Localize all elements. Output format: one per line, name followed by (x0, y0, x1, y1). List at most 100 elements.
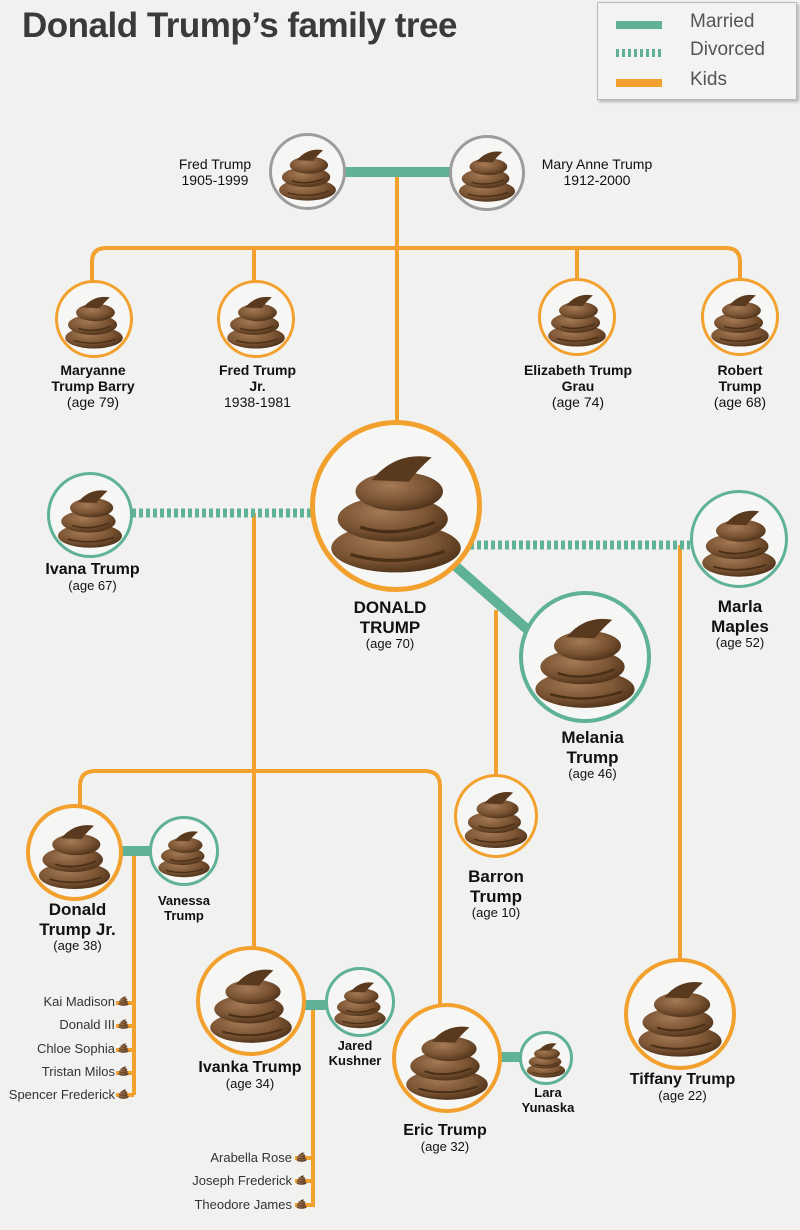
tiffany-trump-label: Tiffany Trump(age 22) (615, 1071, 750, 1104)
legend: Married Divorced Kids (597, 2, 797, 100)
ivanka-trump-portrait (196, 946, 306, 1056)
divorced-swatch (616, 49, 662, 57)
fred-trump-name: Fred Trump (178, 156, 252, 172)
legend-divorced-label: Divorced (690, 39, 765, 60)
eric-trump-label: Eric Trump(age 32) (385, 1122, 505, 1155)
melania-trump-name: Melania Trump (561, 728, 624, 767)
ivanka-trump-age: (age 34) (225, 1076, 275, 1092)
poop-emoji-icon (704, 281, 776, 353)
poop-emoji-icon (220, 283, 292, 355)
poop-emoji-icon (200, 950, 302, 1052)
ivanka-trump-name: Ivanka Trump (198, 1059, 302, 1076)
poop-emoji-icon (116, 994, 131, 1007)
eric-trump-portrait (392, 1003, 502, 1113)
barron-trump-age: (age 10) (471, 905, 521, 921)
marla-maples-label: Marla Maples(age 52) (700, 597, 780, 651)
grandkid-tristan-milos: Tristan Milos (41, 1064, 115, 1079)
poop-emoji-icon (522, 1034, 570, 1082)
married-line-donald-melania (448, 559, 532, 634)
grandkid-chloe-sophia: Chloe Sophia (36, 1041, 115, 1056)
poop-emoji-icon (50, 475, 130, 555)
poop-emoji-icon (315, 425, 477, 587)
poop-emoji-icon (58, 283, 130, 355)
donald-trump-jr-age: (age 38) (53, 938, 102, 954)
maryanne-trump-barry-portrait (55, 280, 133, 358)
fred-trump-jr-dates: 1938-1981 (224, 394, 291, 411)
poop-emoji-icon (328, 970, 392, 1034)
fred-trump-dates: 1905-1999 (181, 172, 249, 189)
tiffany-trump-portrait (624, 958, 736, 1070)
page-title: Donald Trump’s family tree (22, 6, 457, 45)
eric-trump-age: (age 32) (420, 1139, 470, 1155)
grandkid-arabella-rose: Arabella Rose (210, 1150, 292, 1165)
poop-emoji-icon (294, 1173, 309, 1186)
donald-trump-label: DONALD TRUMP(age 70) (330, 598, 450, 652)
legend-divorced: Divorced (598, 39, 796, 63)
poop-emoji-icon (523, 595, 647, 719)
ivana-trump-age: (age 67) (68, 578, 117, 594)
tiffany-trump-age: (age 22) (658, 1088, 707, 1104)
donald-trump-name: DONALD TRUMP (353, 598, 427, 637)
lara-yunaska-label: Lara Yunaska (516, 1085, 580, 1116)
poop-emoji-icon (452, 138, 522, 208)
grandkid-theodore-james: Theodore James (194, 1197, 292, 1212)
donald-trump-jr-portrait (26, 804, 123, 901)
kids-swatch (616, 79, 662, 87)
legend-kids-label: Kids (690, 69, 727, 90)
poop-emoji-icon (457, 777, 535, 855)
poop-emoji-icon (294, 1197, 309, 1210)
poop-emoji-icon (116, 1087, 131, 1100)
elizabeth-trump-grau-label: Elizabeth Trump Grau(age 74) (523, 362, 633, 410)
ivana-trump-label: Ivana Trump(age 67) (25, 561, 160, 594)
poop-emoji-icon (30, 808, 119, 897)
legend-married-label: Married (690, 11, 755, 32)
donald-trump-jr-label: Donald Trump Jr.(age 38) (30, 900, 125, 954)
marla-maples-portrait (690, 490, 788, 588)
grandkid-joseph-frederick: Joseph Frederick (192, 1173, 292, 1188)
jared-kushner-portrait (325, 967, 395, 1037)
legend-kids: Kids (598, 69, 796, 93)
donald-trump-portrait (310, 420, 482, 592)
melania-trump-label: Melania Trump(age 46) (545, 728, 640, 782)
eric-trump-name: Eric Trump (403, 1122, 487, 1139)
poop-emoji-icon (116, 1064, 131, 1077)
donald-trump-jr-name: Donald Trump Jr. (39, 900, 116, 939)
melania-trump-age: (age 46) (568, 766, 617, 782)
marla-maples-name: Marla Maples (711, 597, 769, 636)
fred-trump-jr-label: Fred Trump Jr.1938-1981 (210, 362, 305, 410)
maryanne-trump-barry-age: (age 79) (66, 394, 120, 411)
poop-emoji-icon (116, 1041, 131, 1054)
vanessa-trump-label: Vanessa Trump (148, 893, 220, 924)
kids-line-siblings (90, 246, 742, 282)
tiffany-trump-name: Tiffany Trump (629, 1071, 736, 1088)
robert-trump-name: Robert Trump (717, 362, 763, 395)
grandkid-spencer-frederick: Spencer Frederick (8, 1087, 115, 1102)
poop-emoji-icon (272, 136, 343, 207)
kids-line-donjr-grandkids (116, 851, 136, 1097)
donald-trump-age: (age 70) (365, 636, 415, 652)
ivanka-trump-label: Ivanka Trump(age 34) (185, 1059, 315, 1092)
poop-emoji-icon (152, 819, 216, 883)
barron-trump-name: Barron Trump (468, 867, 524, 906)
elizabeth-trump-grau-name: Elizabeth Trump Grau (523, 362, 633, 395)
fred-trump-jr-portrait (217, 280, 295, 358)
barron-trump-label: Barron Trump(age 10) (453, 867, 539, 921)
grandkid-kai-madison: Kai Madison (43, 994, 115, 1009)
legend-married: Married (598, 11, 796, 35)
ivana-trump-name: Ivana Trump (45, 561, 140, 578)
elizabeth-trump-grau-portrait (538, 278, 616, 356)
married-swatch (616, 21, 662, 29)
kids-line-donjr-eric (78, 769, 442, 1005)
mary-anne-trump-dates: 1912-2000 (563, 172, 631, 189)
jared-kushner-label: Jared Kushner (322, 1038, 388, 1069)
ivana-trump-portrait (47, 472, 133, 558)
poop-emoji-icon (693, 493, 785, 585)
mary-anne-trump-name: Mary Anne Trump (541, 156, 653, 172)
barron-trump-portrait (454, 774, 538, 858)
grandkid-donald-iii: Donald III (59, 1017, 115, 1032)
poop-emoji-icon (628, 962, 732, 1066)
fred-trump-jr-name: Fred Trump Jr. (218, 362, 296, 395)
lara-yunaska-portrait (519, 1031, 573, 1085)
vanessa-trump-portrait (149, 816, 219, 886)
